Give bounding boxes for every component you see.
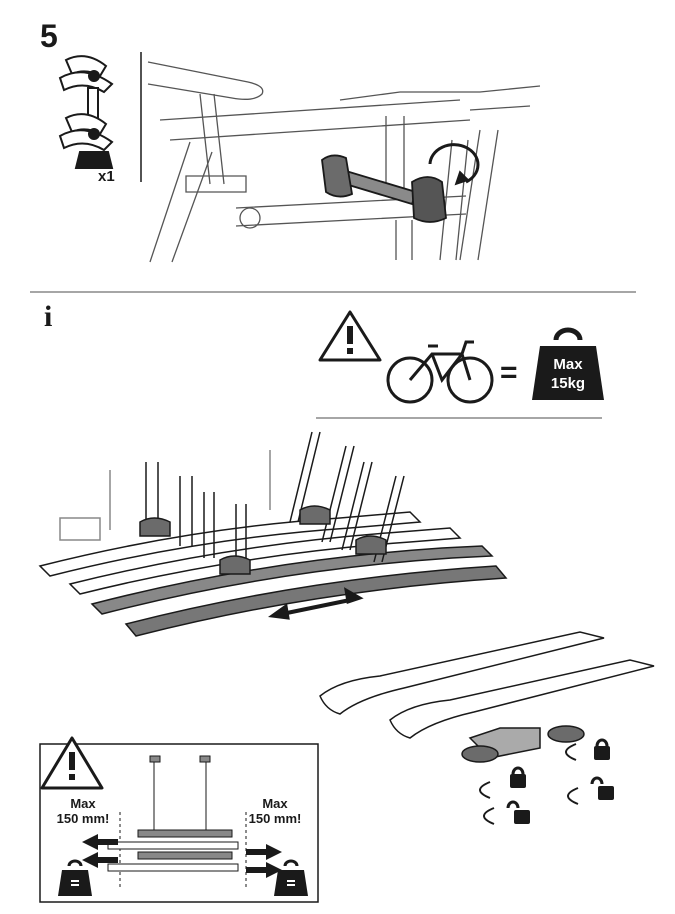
- clearance-left-label: Max 150 mm!: [48, 796, 118, 826]
- weight-icon: [58, 859, 92, 896]
- step-number: 5: [40, 18, 58, 54]
- roof-bars-drawing: [319, 631, 655, 763]
- clamp-part-icon: [58, 55, 114, 169]
- double-arrow-icon: [268, 587, 364, 620]
- max-load-value: 15kg: [550, 375, 586, 392]
- clearance-left-line1: Max: [70, 796, 96, 811]
- bicycle-icon: [386, 340, 494, 404]
- rotate-arrow-icon: [454, 170, 470, 186]
- equals-sign: =: [500, 356, 518, 389]
- padlock-icon: [510, 738, 610, 788]
- part-quantity: x1: [98, 168, 115, 185]
- clearance-right-label: Max 150 mm!: [240, 796, 310, 826]
- clearance-left-line2: 150 mm!: [56, 811, 110, 826]
- warning-icon: [40, 736, 104, 790]
- max-load-label: Max: [553, 356, 583, 373]
- weight-icon: [274, 859, 308, 896]
- right-arrows: [246, 844, 282, 878]
- weight-icon: [532, 327, 604, 400]
- bike-rack-drawing: [38, 431, 508, 637]
- lock-rotations: [479, 743, 579, 825]
- unlock-icon: [506, 776, 614, 824]
- left-arrows: [82, 834, 118, 868]
- warning-icon: [318, 310, 382, 362]
- info-icon: i: [44, 300, 53, 333]
- clearance-right-line1: Max: [262, 796, 288, 811]
- clearance-right-line2: 150 mm!: [248, 811, 302, 826]
- clamp-mounted: [321, 143, 480, 223]
